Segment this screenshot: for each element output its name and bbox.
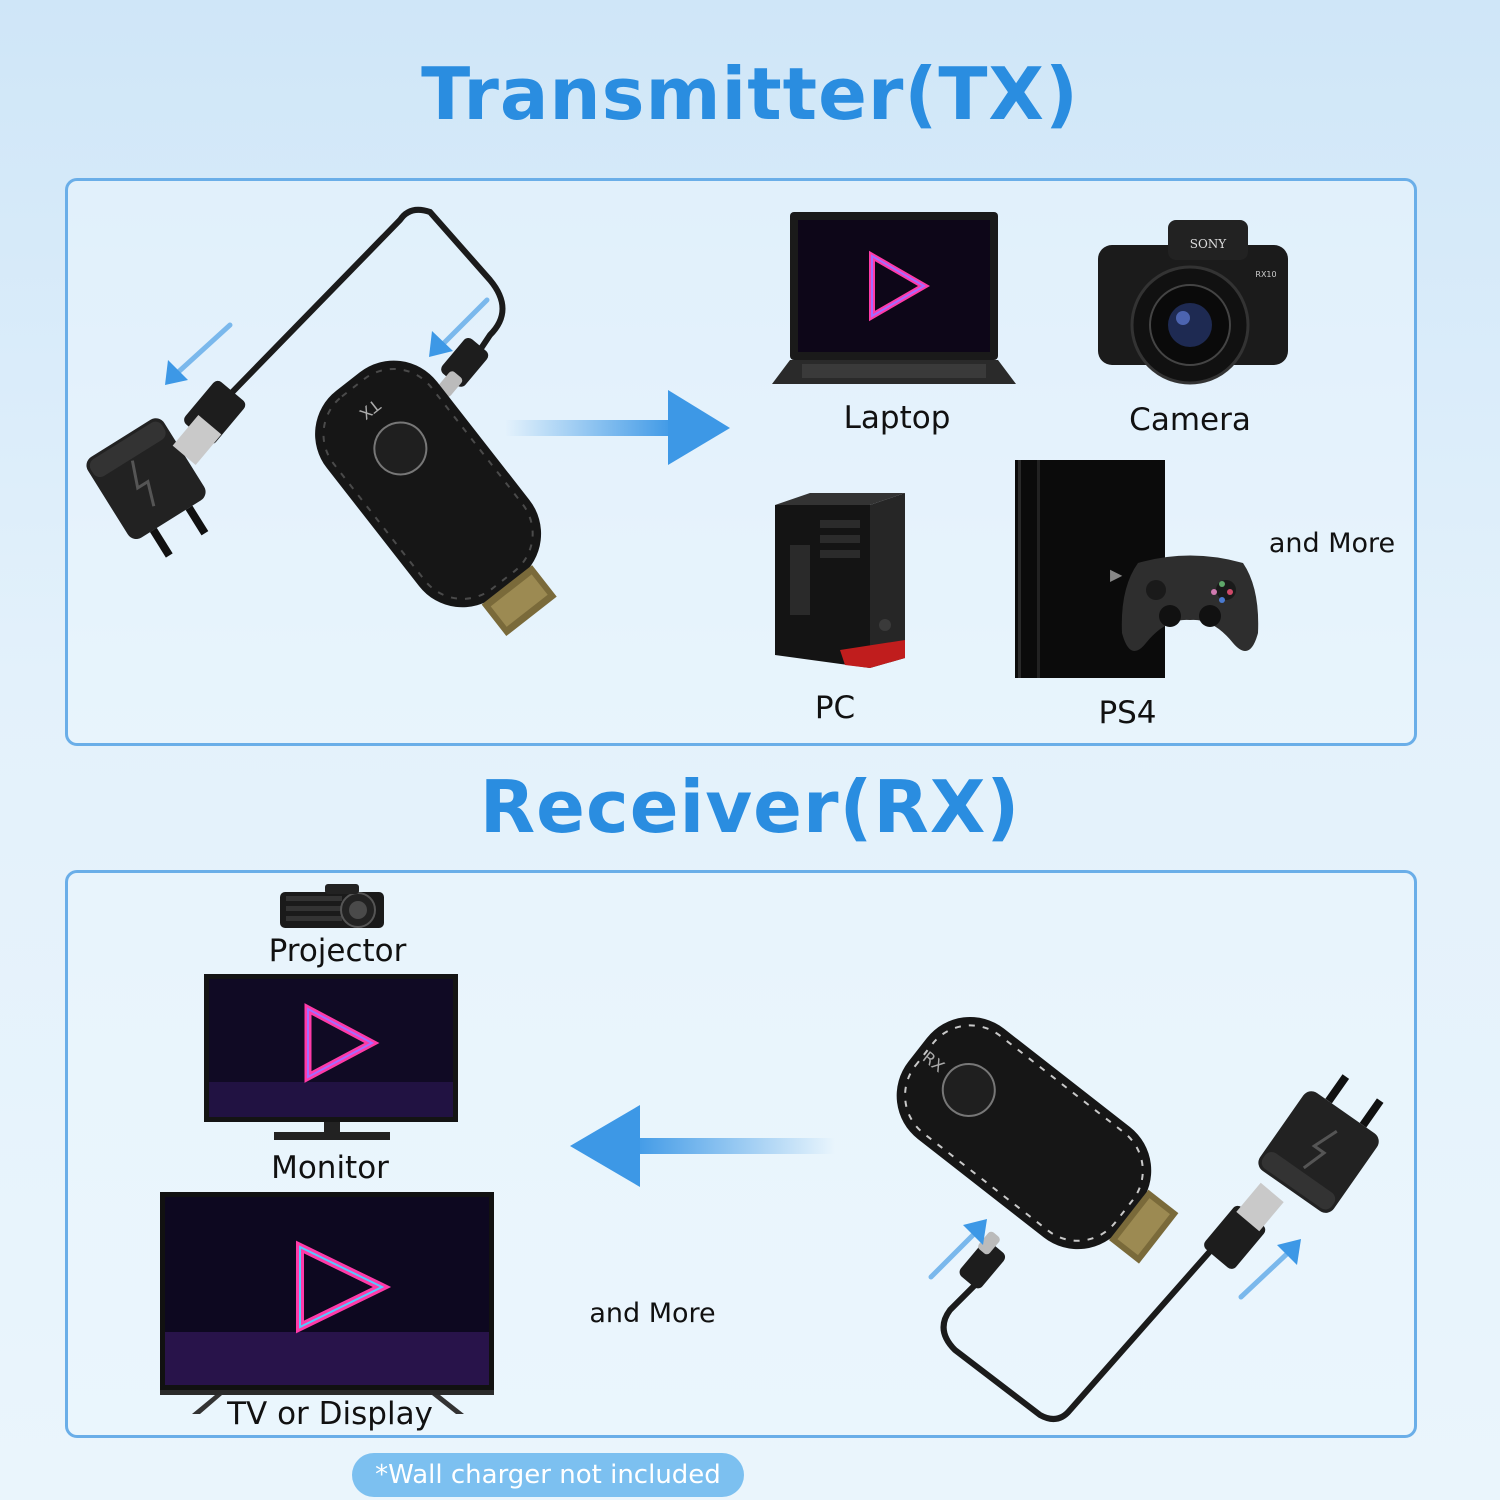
rx-and-more: and More xyxy=(589,1298,716,1329)
camera-model: RX10 xyxy=(1255,270,1276,279)
arrow-icon xyxy=(1238,1239,1301,1300)
device-label-camera: Camera xyxy=(1129,402,1251,438)
tx-dongle-icon: TX xyxy=(315,360,557,637)
arrow-icon xyxy=(165,322,233,385)
wall-charger-icon xyxy=(1258,1074,1384,1213)
device-label-pc: PC xyxy=(814,690,856,726)
rx-heading: Receiver(RX) xyxy=(479,765,1021,849)
device-label-tv: TV or Display xyxy=(227,1396,433,1432)
charger-note-badge: *Wall charger not included xyxy=(352,1453,744,1497)
svg-text:▶: ▶ xyxy=(1110,565,1123,584)
tv-icon xyxy=(160,1192,494,1414)
tx-heading: Transmitter(TX) xyxy=(421,52,1079,136)
usb-cable-icon xyxy=(172,206,506,465)
gamepad-icon xyxy=(1121,555,1259,651)
camera-brand: SONY xyxy=(1190,237,1228,251)
pc-tower-icon xyxy=(775,493,905,668)
usb-cable-icon xyxy=(940,1182,1284,1422)
arrow-icon xyxy=(928,1219,987,1280)
tx-and-more: and More xyxy=(1268,528,1396,559)
rx-dongle-icon: RX xyxy=(896,1017,1179,1264)
device-label-monitor: Monitor xyxy=(271,1150,389,1186)
camera-icon: SONY RX10 xyxy=(1098,220,1288,385)
device-label-ps4: PS4 xyxy=(1098,695,1157,731)
wall-charger-icon xyxy=(86,418,209,558)
monitor-icon xyxy=(204,974,458,1140)
laptop-icon xyxy=(772,212,1016,384)
projector-icon xyxy=(280,884,384,928)
arrow-left-icon xyxy=(570,1105,835,1187)
device-label-projector: Projector xyxy=(268,933,407,969)
arrow-right-icon xyxy=(505,390,730,465)
arrow-icon xyxy=(429,297,490,357)
device-label-laptop: Laptop xyxy=(843,400,951,436)
